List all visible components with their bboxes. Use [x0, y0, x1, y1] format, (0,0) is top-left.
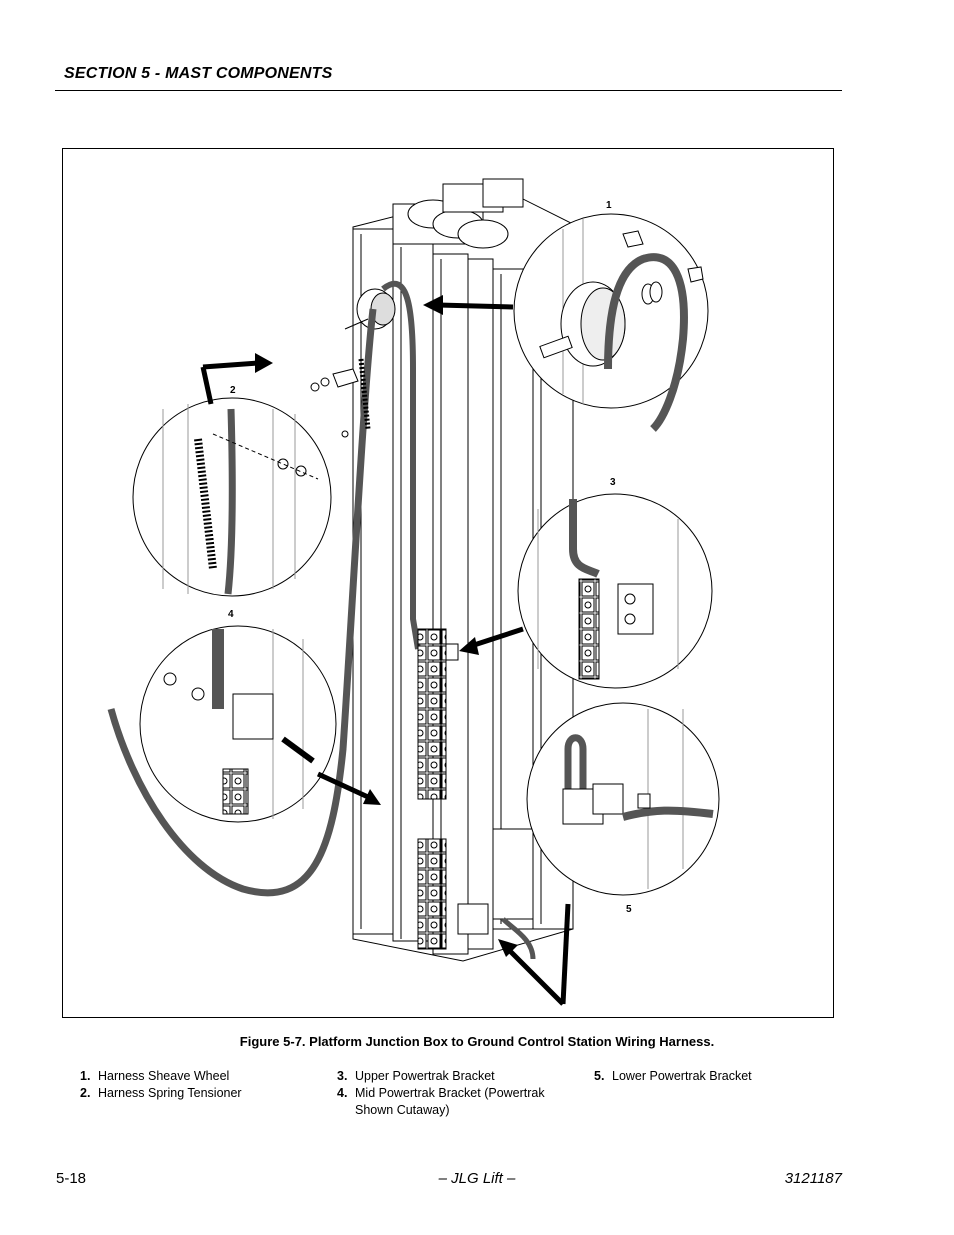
legend-column-3: 5. Lower Powertrak Bracket [594, 1068, 802, 1085]
legend-item: 4. Mid Powertrak Bracket (Powertrak Show… [337, 1085, 545, 1119]
legend-label: Harness Sheave Wheel [98, 1069, 230, 1083]
callout-2: 2 [230, 385, 236, 396]
callout-5: 5 [626, 904, 632, 915]
legend-number: 1. [80, 1069, 91, 1083]
legend-number: 3. [337, 1069, 348, 1083]
legend-label: Lower Powertrak Bracket [612, 1069, 752, 1083]
legend-label: Harness Spring Tensioner [98, 1086, 242, 1100]
legend-number: 4. [337, 1086, 348, 1100]
legend-item: 1. Harness Sheave Wheel [80, 1068, 288, 1085]
legend-column-1: 1. Harness Sheave Wheel 2. Harness Sprin… [80, 1068, 288, 1102]
callout-1: 1 [606, 200, 612, 211]
legend-label: Upper Powertrak Bracket [355, 1069, 495, 1083]
legend-label: Mid Powertrak Bracket (Powertrak Shown C… [355, 1086, 545, 1117]
legend-item: 2. Harness Spring Tensioner [80, 1085, 288, 1102]
page-number: 5-18 [56, 1170, 87, 1187]
detail-view-5 [526, 702, 720, 896]
figure-caption: Figure 5-7. Platform Junction Box to Gro… [239, 1034, 715, 1049]
wiring-harness-cable [381, 280, 421, 650]
publisher-footer: – JLG Lift – [438, 1170, 516, 1187]
legend-number: 2. [80, 1086, 91, 1100]
mast-wiring-drawing [107, 178, 720, 1006]
detail-view-3 [517, 493, 713, 689]
legend-column-2: 3. Upper Powertrak Bracket 4. Mid Powert… [337, 1068, 545, 1119]
detail-view-4 [139, 625, 337, 823]
section-title: SECTION 5 - MAST COMPONENTS [64, 65, 333, 82]
pointer-arrows [200, 295, 571, 1006]
legend-number: 5. [594, 1069, 605, 1083]
figure-illustration: 1 2 3 4 5 [62, 148, 834, 1018]
detail-view-1 [513, 213, 709, 432]
document-number: 3121187 [784, 1170, 842, 1187]
powertrak-chain-upper [417, 628, 447, 800]
legend-item: 5. Lower Powertrak Bracket [594, 1068, 802, 1085]
callout-4: 4 [228, 609, 234, 620]
header-divider [55, 90, 842, 91]
detail-view-2 [132, 397, 332, 597]
legend-item: 3. Upper Powertrak Bracket [337, 1068, 545, 1085]
callout-3: 3 [610, 477, 616, 488]
sheave-wheel [344, 288, 396, 330]
powertrak-chain-lower [417, 838, 447, 950]
